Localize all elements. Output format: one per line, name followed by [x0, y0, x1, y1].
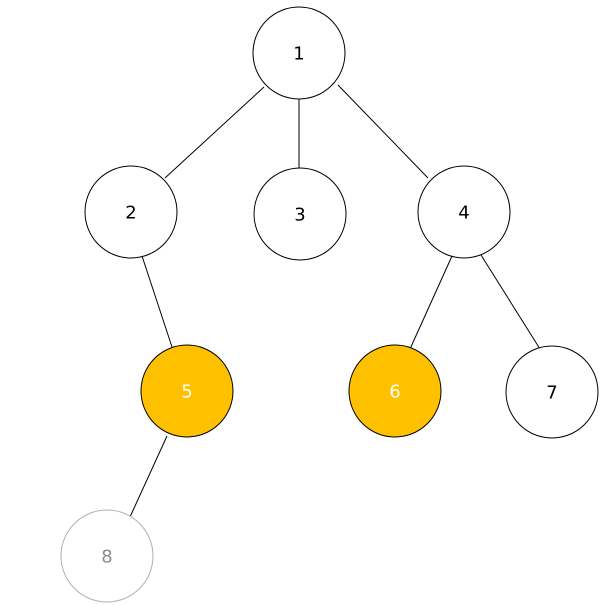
node-label-5: 5 — [181, 382, 192, 403]
node-circle-3 — [253, 167, 347, 261]
edge-1-2 — [164, 86, 265, 179]
tree-node-2: 2 — [84, 165, 178, 259]
edges-layer — [129, 84, 541, 518]
edge-1-4 — [337, 84, 429, 179]
tree-node-8: 8 — [60, 509, 154, 603]
node-label-6: 6 — [389, 382, 400, 403]
node-circle-7 — [505, 345, 599, 439]
node-label-7: 7 — [546, 383, 557, 404]
edge-4-6 — [409, 255, 453, 350]
tree-node-7: 7 — [505, 345, 599, 439]
node-label-2: 2 — [125, 203, 136, 224]
node-label-3: 3 — [294, 205, 305, 226]
node-label-8: 8 — [101, 547, 112, 568]
node-circle-1 — [252, 6, 346, 100]
tree-node-6: 6 — [348, 344, 442, 438]
tree-node-3: 3 — [253, 167, 347, 261]
node-circle-6 — [348, 344, 442, 438]
node-circle-4 — [417, 165, 511, 259]
node-label-1: 1 — [293, 44, 304, 65]
nodes-layer: 1 2 3 4 5 6 7 8 — [60, 6, 599, 603]
tree-node-1: 1 — [252, 6, 346, 100]
node-circle-2 — [84, 165, 178, 259]
edge-5-8 — [129, 435, 168, 518]
edge-2-5 — [141, 255, 173, 348]
tree-node-5: 5 — [140, 344, 234, 438]
node-circle-8 — [60, 509, 154, 603]
node-label-4: 4 — [458, 203, 469, 224]
node-circle-5 — [140, 344, 234, 438]
edge-4-7 — [480, 254, 541, 350]
tree-node-4: 4 — [417, 165, 511, 259]
